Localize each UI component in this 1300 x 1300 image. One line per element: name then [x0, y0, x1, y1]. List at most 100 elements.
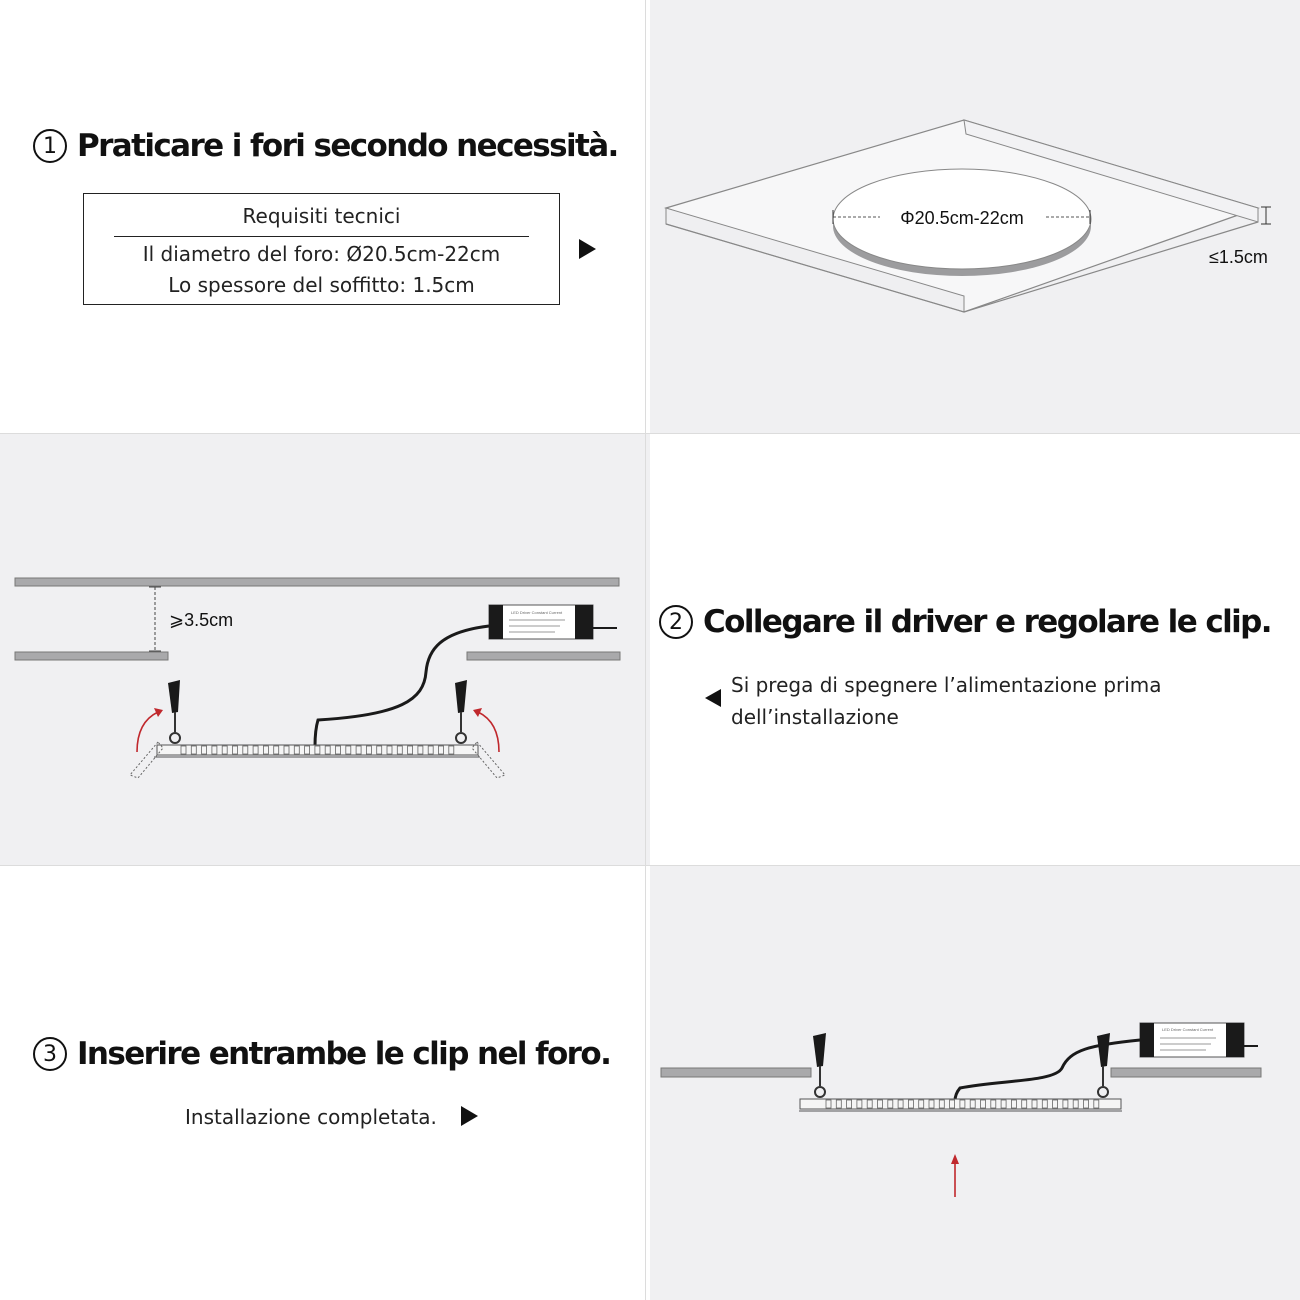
grille-slot — [990, 1099, 997, 1109]
right-clip — [455, 680, 506, 779]
grille-slot — [190, 745, 197, 755]
grille-slot — [345, 745, 352, 755]
grille-slot — [897, 1099, 904, 1109]
gap-label: ⩾3.5cm — [169, 610, 233, 630]
ceiling-right-installed — [1110, 1067, 1262, 1078]
grille-slot — [407, 745, 414, 755]
installed-diagram: LED Driver Constant Current — [660, 1022, 1262, 1197]
grille-slot — [1031, 1099, 1038, 1109]
panel-grille — [180, 745, 455, 755]
step2-diagram-panel — [0, 433, 650, 866]
grille-slot — [273, 745, 280, 755]
grille-slot — [386, 745, 393, 755]
step1-number: 1 — [33, 129, 67, 163]
grille-slot — [938, 1099, 945, 1109]
grille-slot — [242, 745, 249, 755]
grille-slot — [1062, 1099, 1069, 1109]
horizontal-divider-1 — [0, 433, 1300, 434]
driver-label-installed: LED Driver Constant Current — [1162, 1027, 1214, 1032]
driver-cable-installed — [953, 1038, 1141, 1102]
grille-slot — [877, 1099, 883, 1109]
grille-slot — [1021, 1099, 1028, 1109]
grille-slot — [835, 1099, 842, 1109]
grille-slot — [396, 745, 403, 755]
grille-slot — [949, 1099, 955, 1109]
left-clip — [129, 680, 181, 779]
driver-label: LED Driver Constant Current — [511, 610, 563, 615]
installation-complete-note: Installazione completata. — [185, 1105, 437, 1129]
grille-slot — [252, 745, 259, 755]
step3-title: Inserire entrambe le clip nel foro. — [77, 1036, 612, 1072]
grille-slot — [1072, 1099, 1079, 1109]
grille-slot — [856, 1099, 863, 1109]
grille-slot — [427, 745, 434, 755]
power-off-note-line1: Si prega di spegnere l’alimentazione pri… — [731, 673, 1162, 697]
led-driver: LED Driver Constant Current — [488, 604, 617, 640]
requirements-divider — [114, 236, 529, 237]
power-off-note: Si prega di spegnere l’alimentazione pri… — [731, 669, 1162, 733]
grille-slot — [1093, 1099, 1100, 1109]
grille-slot — [980, 1099, 986, 1109]
upper-ceiling-layer — [14, 577, 620, 587]
rotate-arrow-right-icon — [477, 711, 500, 753]
grille-slot — [1000, 1099, 1007, 1109]
requirements-box: Requisiti tecnici Il diametro del foro: … — [83, 193, 560, 305]
right-arrow-icon-step3 — [461, 1106, 478, 1126]
grille-slot — [825, 1099, 832, 1109]
step3-diagram-panel — [650, 866, 1300, 1300]
grille-slot — [324, 745, 331, 755]
hole-diameter-label: Φ20.5cm-22cm — [900, 208, 1023, 228]
power-off-note-line2: dell’installazione — [731, 705, 899, 729]
hole — [832, 168, 1092, 276]
grille-slot — [928, 1099, 935, 1109]
grille-slot — [908, 1099, 914, 1109]
step2-title: Collegare il driver e regolare le clip. — [703, 604, 1273, 640]
grille-slot — [417, 745, 424, 755]
grille-slot — [335, 745, 341, 755]
grille-slot — [180, 745, 187, 755]
ceiling-left — [14, 651, 169, 661]
rotate-arrow-left-icon — [136, 711, 159, 753]
grille-slot — [283, 745, 290, 755]
grille-slot — [866, 1099, 873, 1109]
left-arrow-icon — [705, 689, 721, 707]
requirements-title: Requisiti tecnici — [242, 204, 401, 228]
grille-slot — [365, 745, 372, 755]
requirements-ceiling-thickness: Lo spessore del soffitto: 1.5cm — [168, 273, 475, 297]
grille-slot — [969, 1099, 976, 1109]
led-panel-installed — [799, 1098, 1122, 1110]
grille-slot — [293, 745, 300, 755]
step2-text-panel — [650, 433, 1300, 866]
grille-slot — [918, 1099, 925, 1109]
grille-slot — [355, 745, 362, 755]
step1-text-panel — [0, 0, 650, 433]
step2-heading: 2 Collegare il driver e regolare le clip… — [659, 604, 1273, 640]
grille-slot — [314, 745, 321, 755]
grille-slot — [846, 1099, 852, 1109]
ceiling-left-installed — [660, 1067, 812, 1078]
step1-heading: 1 Praticare i fori secondo necessità. — [33, 128, 619, 164]
grille-slot — [1052, 1099, 1058, 1109]
step3-number: 3 — [33, 1037, 67, 1071]
step1-title: Praticare i fori secondo necessità. — [77, 128, 619, 164]
clip-adjust-diagram: ⩾3.5cm LED Driver Constant Current — [14, 577, 621, 779]
grille-slot — [262, 745, 269, 755]
left-clip-installed — [813, 1033, 826, 1098]
ceiling-thickness-label: ≤1.5cm — [1209, 247, 1268, 267]
right-clip-installed — [1097, 1033, 1110, 1098]
grille-slot — [1011, 1099, 1017, 1109]
driver-cable — [313, 624, 490, 747]
led-panel — [156, 744, 479, 756]
grille-slot — [376, 745, 383, 755]
thickness-marker — [1261, 206, 1271, 225]
grille-slot — [438, 745, 444, 755]
horizontal-divider-2 — [0, 865, 1300, 866]
step2-number: 2 — [659, 605, 693, 639]
step3-heading: 3 Inserire entrambe le clip nel foro. — [33, 1036, 612, 1072]
grille-slot — [232, 745, 238, 755]
grille-slot — [448, 745, 455, 755]
grille-slot — [1041, 1099, 1048, 1109]
grille-slot — [1083, 1099, 1089, 1109]
requirements-hole-diameter: Il diametro del foro: Ø20.5cm-22cm — [142, 242, 501, 266]
